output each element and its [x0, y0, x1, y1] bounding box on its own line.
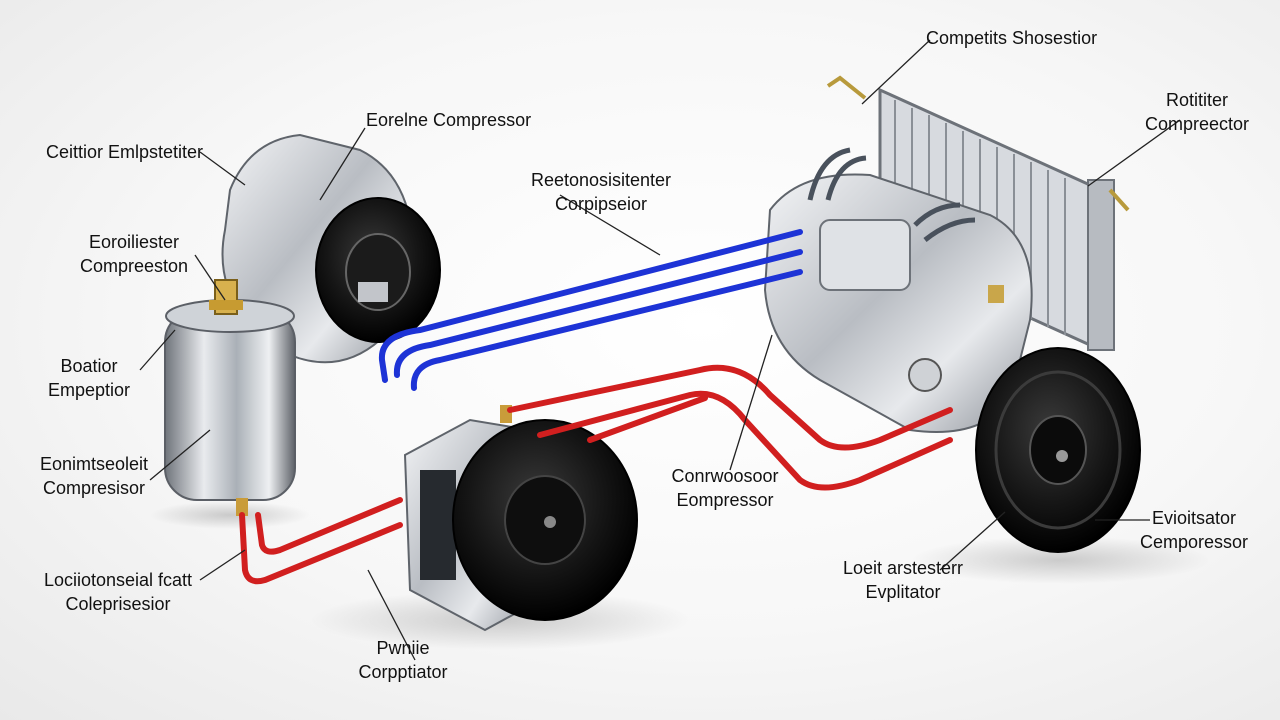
- label-line: Eompressor: [676, 490, 774, 510]
- label-line: Compreector: [1144, 114, 1250, 134]
- label-line: Empeptior: [47, 380, 131, 400]
- label-bottom-center: Pwniie Corpptiator: [340, 636, 466, 684]
- receiver-drier: [164, 279, 296, 516]
- label-line: Lociiotonseial fcatt: [43, 570, 193, 590]
- label-line: Cemporessor: [1139, 532, 1249, 552]
- label-line: Evplitator: [865, 582, 941, 602]
- shadow: [150, 501, 310, 529]
- label-left-fourth: Eonimtseoleit Compresisor: [26, 452, 162, 500]
- leader-lines: [139, 39, 1181, 661]
- label-left-bottom: Lociiotonseial fcatt Coleprisesior: [30, 568, 206, 616]
- label-right-radiator: Rotititer Compreector: [1140, 88, 1254, 136]
- label-line: Corpipseior: [554, 194, 648, 214]
- label-line: Evioitsator: [1151, 508, 1237, 528]
- label-line: Compresisor: [42, 478, 146, 498]
- label-line: Ceittior Emlpstetiter: [46, 142, 204, 162]
- suction-lines: [378, 229, 803, 391]
- bottom-compressor: [403, 405, 638, 632]
- label-left-second: Eoroiliester Compreeston: [68, 230, 200, 278]
- engine-compressor: [221, 133, 441, 364]
- label-line: Pwniie: [376, 638, 430, 658]
- label-center-top: Reetonosisitenter Corpipseior: [506, 168, 696, 216]
- label-line: Eorelne Compressor: [366, 110, 532, 130]
- label-line: Conrwoosoor: [671, 466, 779, 486]
- label-line: Eoroiliester: [88, 232, 180, 252]
- label-line: Rotititer: [1165, 90, 1228, 110]
- label-center-mid: Conrwoosoor Eompressor: [650, 464, 800, 512]
- shadow: [910, 536, 1210, 584]
- label-left-third: Boatior Empeptior: [30, 354, 148, 402]
- main-compressor: [763, 147, 1033, 433]
- label-right-bottom: Evioitsator Cemporessor: [1130, 506, 1258, 554]
- label-engine-compressor: Eorelne Compressor: [366, 108, 531, 132]
- label-center-bottom: Loeit arstesterr Evplitator: [830, 556, 976, 604]
- label-line: Competits Shosestior: [926, 28, 1098, 48]
- right-clutch-pulley: [975, 347, 1141, 553]
- label-line: Reetonosisitenter: [530, 170, 672, 190]
- label-line: Coleprisesior: [65, 594, 171, 614]
- label-top-right: Competits Shosestior: [926, 26, 1097, 50]
- label-left-top: Ceittior Emlpstetiter: [46, 140, 203, 164]
- label-line: Loeit arstesterr: [842, 558, 964, 578]
- label-line: Boatior: [60, 356, 118, 376]
- label-line: Compreeston: [79, 256, 189, 276]
- discharge-lines: [239, 364, 953, 585]
- label-line: Corpptiator: [358, 662, 448, 682]
- label-line: Eonimtseoleit: [39, 454, 149, 474]
